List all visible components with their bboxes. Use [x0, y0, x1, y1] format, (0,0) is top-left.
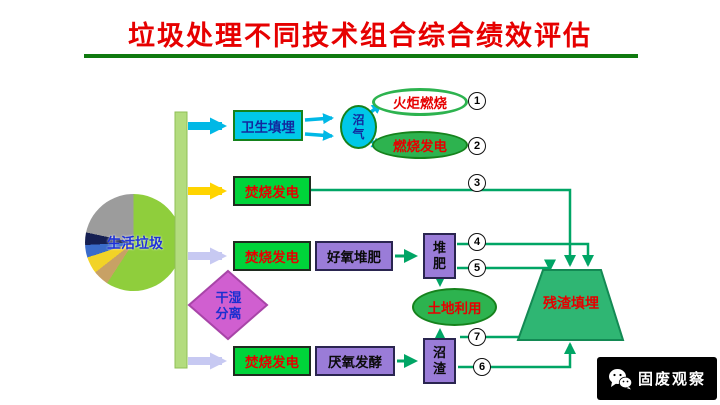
route-badge-4: 4	[468, 233, 486, 251]
route-badge-1: 1	[468, 92, 486, 110]
node-biogas-residue-label: 沼渣	[432, 345, 446, 376]
arrow-landfill-to-biogas-top	[304, 113, 334, 125]
node-incineration-2: 焚烧发电	[233, 241, 311, 271]
waste-composition-pie	[85, 194, 182, 291]
pie-label: 生活垃圾	[107, 235, 163, 251]
distribution-bar	[174, 111, 188, 369]
residue-landfill-shape	[516, 269, 625, 341]
node-aerobic-compost: 好氧堆肥	[315, 241, 393, 271]
route-badge-3: 3	[468, 174, 486, 192]
node-flare-combustion: 火炬燃烧	[372, 88, 468, 116]
node-biogas-residue: 沼渣	[423, 338, 456, 384]
dry-wet-separation-diamond	[187, 269, 269, 341]
route-3-line	[311, 188, 576, 267]
route-6-line	[458, 342, 576, 369]
node-dry-wet-separation-label: 干湿分离	[215, 290, 242, 321]
node-compost-label: 堆肥	[432, 240, 446, 271]
node-compost: 堆肥	[423, 233, 456, 279]
watermark-badge: 固废观察	[597, 357, 717, 400]
node-sanitary-landfill: 卫生填埋	[233, 110, 303, 141]
node-incineration-3: 焚烧发电	[233, 346, 311, 376]
node-incineration-1: 焚烧发电	[233, 176, 311, 206]
route-badge-6: 6	[473, 358, 491, 376]
node-biogas-label: 沼气	[352, 112, 365, 141]
node-anaerobic-digestion: 厌氧发酵	[315, 346, 395, 376]
title-divider	[84, 54, 638, 58]
arrow-landfill-to-biogas-bottom	[304, 129, 334, 141]
route-badge-5: 5	[468, 259, 486, 277]
node-gas-power: 燃烧发电	[372, 131, 468, 159]
watermark-text: 固废观察	[637, 371, 706, 388]
node-land-use: 土地利用	[412, 288, 497, 326]
route-badge-2: 2	[468, 137, 486, 155]
wechat-icon	[608, 368, 632, 389]
route-4-line	[457, 242, 594, 267]
node-residue-landfill-label: 残渣填埋	[543, 295, 599, 311]
route-badge-7: 7	[468, 328, 486, 346]
page-title: 垃圾处理不同技术组合综合绩效评估	[128, 21, 592, 51]
